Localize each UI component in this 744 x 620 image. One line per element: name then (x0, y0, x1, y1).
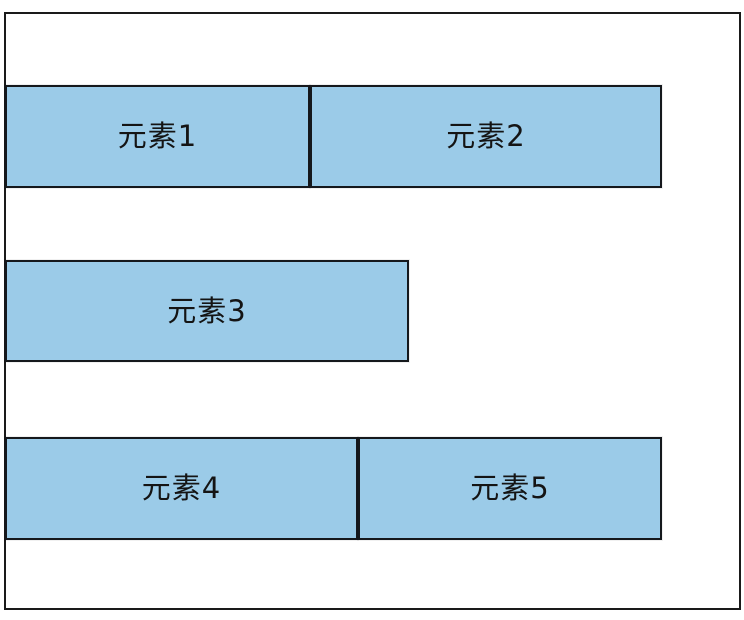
element-box-4: 元素4 (5, 437, 358, 540)
element-box-5: 元素5 (358, 437, 662, 540)
element-label-4: 元素4 (141, 471, 222, 505)
element-label-3: 元素3 (167, 293, 247, 328)
element-label-2: 元素2 (446, 119, 526, 153)
element-label-1: 元素1 (117, 119, 198, 153)
element-box-1: 元素1 (5, 85, 310, 188)
element-label-5: 元素5 (470, 471, 550, 505)
element-box-2: 元素2 (310, 85, 662, 188)
element-box-3: 元素3 (5, 260, 409, 362)
